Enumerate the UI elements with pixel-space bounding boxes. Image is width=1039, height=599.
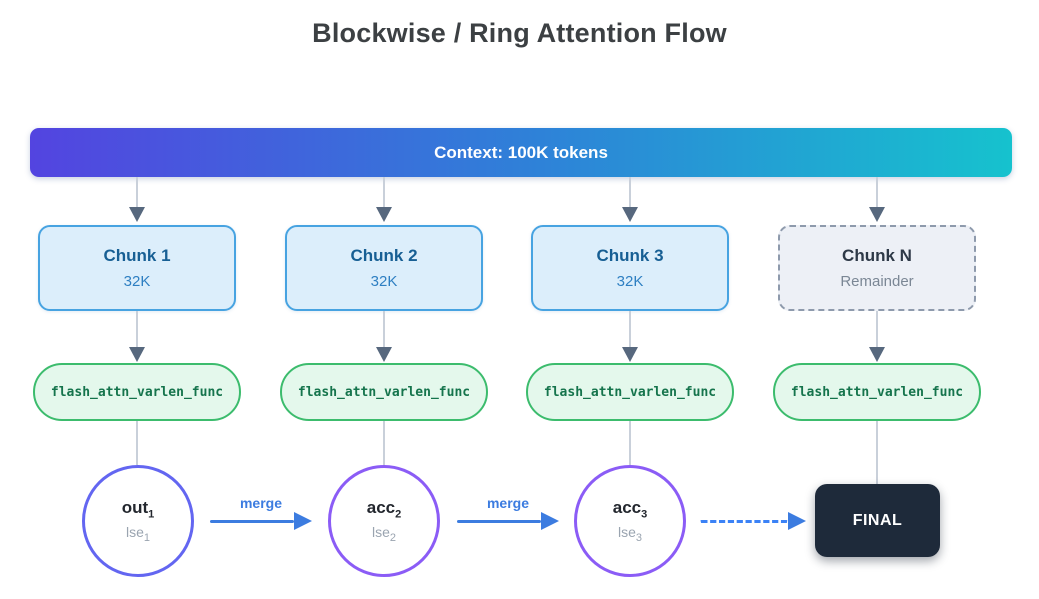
merge-label-1: merge xyxy=(239,495,283,511)
arrow-head-icon xyxy=(869,347,885,362)
arrow-head-icon xyxy=(129,347,145,362)
flow-arrow-chunkN-kernel xyxy=(869,311,885,362)
final-box-label: FINAL xyxy=(852,511,903,529)
arrow-stem xyxy=(136,177,138,207)
arrow-stem xyxy=(383,311,385,347)
kernel-pill-4-label: flash_attn_varlen_func xyxy=(790,384,964,400)
arrow-stem xyxy=(629,311,631,347)
flow-arrow-chunk1-kernel xyxy=(129,311,145,362)
flow-arrow-banner-chunk2 xyxy=(376,177,392,222)
chunk-1-subtitle: 32K xyxy=(123,273,151,290)
circle-top-base: out xyxy=(121,497,149,517)
merge-arrow-2 xyxy=(457,512,559,530)
arrow-head-icon xyxy=(622,207,638,222)
chunk-1-box: Chunk 1 32K xyxy=(38,225,236,311)
circle-top-sub: 2 xyxy=(395,508,402,521)
circle-bottom-base: lse xyxy=(371,524,390,541)
result-circle-out1-sublabel: lse1 xyxy=(126,524,150,544)
arrow-head-icon xyxy=(788,512,806,530)
arrow-stem xyxy=(876,177,878,207)
circle-bottom-base: lse xyxy=(617,524,636,541)
kernel-pill-2-label: flash_attn_varlen_func xyxy=(297,384,471,400)
circle-bottom-base: lse xyxy=(125,524,144,541)
flow-arrow-chunk2-kernel xyxy=(376,311,392,362)
kernel-pill-2: flash_attn_varlen_func xyxy=(280,363,488,421)
arrow-stem xyxy=(136,311,138,347)
result-circle-acc3-label: acc3 xyxy=(613,498,648,520)
arrow-line xyxy=(210,519,294,523)
chunk-3-title: Chunk 3 xyxy=(596,246,664,265)
arrow-head-icon xyxy=(129,207,145,222)
chunk-3-subtitle: 32K xyxy=(616,273,644,290)
arrow-stem xyxy=(383,177,385,207)
context-banner: Context: 100K tokens xyxy=(30,128,1012,177)
arrow-head-icon xyxy=(294,512,312,530)
circle-top-base: acc xyxy=(612,497,642,517)
page-title: Blockwise / Ring Attention Flow xyxy=(312,18,727,48)
arrow-head-icon xyxy=(376,207,392,222)
chunk-3-box: Chunk 3 32K xyxy=(531,225,729,311)
circle-top-sub: 1 xyxy=(148,508,155,521)
dashed-arrow-to-final xyxy=(700,512,806,530)
merge-arrow-1 xyxy=(210,512,312,530)
chunk-n-title: Chunk N xyxy=(842,246,912,265)
kernel-pill-1: flash_attn_varlen_func xyxy=(33,363,241,421)
result-circle-out1-label: out1 xyxy=(122,498,155,520)
kernel-pill-3-label: flash_attn_varlen_func xyxy=(543,384,717,400)
result-circle-acc2-sublabel: lse2 xyxy=(372,524,396,544)
result-circle-acc2-label: acc2 xyxy=(367,498,402,520)
context-banner-label: Context: 100K tokens xyxy=(434,142,608,162)
circle-top-sub: 3 xyxy=(641,508,648,521)
connector-kernel2-circle2 xyxy=(383,421,385,465)
result-circle-acc3: acc3 lse3 xyxy=(574,465,686,577)
arrow-dashed-line xyxy=(700,519,788,523)
result-circle-acc2: acc2 lse2 xyxy=(328,465,440,577)
arrow-head-icon xyxy=(541,512,559,530)
flow-arrow-banner-chunkN xyxy=(869,177,885,222)
chunk-1-title: Chunk 1 xyxy=(103,246,171,265)
chunk-2-box: Chunk 2 32K xyxy=(285,225,483,311)
flow-arrow-chunk3-kernel xyxy=(622,311,638,362)
arrow-stem xyxy=(629,177,631,207)
chunk-n-box: Chunk N Remainder xyxy=(778,225,976,311)
kernel-pill-1-label: flash_attn_varlen_func xyxy=(50,384,224,400)
circle-bottom-sub: 3 xyxy=(635,532,643,545)
circle-bottom-sub: 2 xyxy=(389,532,397,545)
connector-kernel4-final xyxy=(876,421,878,484)
arrow-head-icon xyxy=(376,347,392,362)
kernel-pill-4: flash_attn_varlen_func xyxy=(773,363,981,421)
kernel-pill-3: flash_attn_varlen_func xyxy=(526,363,734,421)
chunk-n-subtitle: Remainder xyxy=(840,273,914,290)
result-circle-acc3-sublabel: lse3 xyxy=(618,524,642,544)
flow-arrow-banner-chunk1 xyxy=(129,177,145,222)
connector-kernel1-circle1 xyxy=(136,421,138,465)
result-circle-out1: out1 lse1 xyxy=(82,465,194,577)
arrow-stem xyxy=(876,311,878,347)
connector-kernel3-circle3 xyxy=(629,421,631,465)
merge-label-2: merge xyxy=(486,495,530,511)
circle-bottom-sub: 1 xyxy=(143,532,151,545)
flow-arrow-banner-chunk3 xyxy=(622,177,638,222)
final-box: FINAL xyxy=(815,484,940,557)
chunk-2-subtitle: 32K xyxy=(370,273,398,290)
arrow-head-icon xyxy=(869,207,885,222)
chunk-2-title: Chunk 2 xyxy=(350,246,418,265)
circle-top-base: acc xyxy=(366,497,396,517)
arrow-line xyxy=(457,519,541,523)
arrow-head-icon xyxy=(622,347,638,362)
